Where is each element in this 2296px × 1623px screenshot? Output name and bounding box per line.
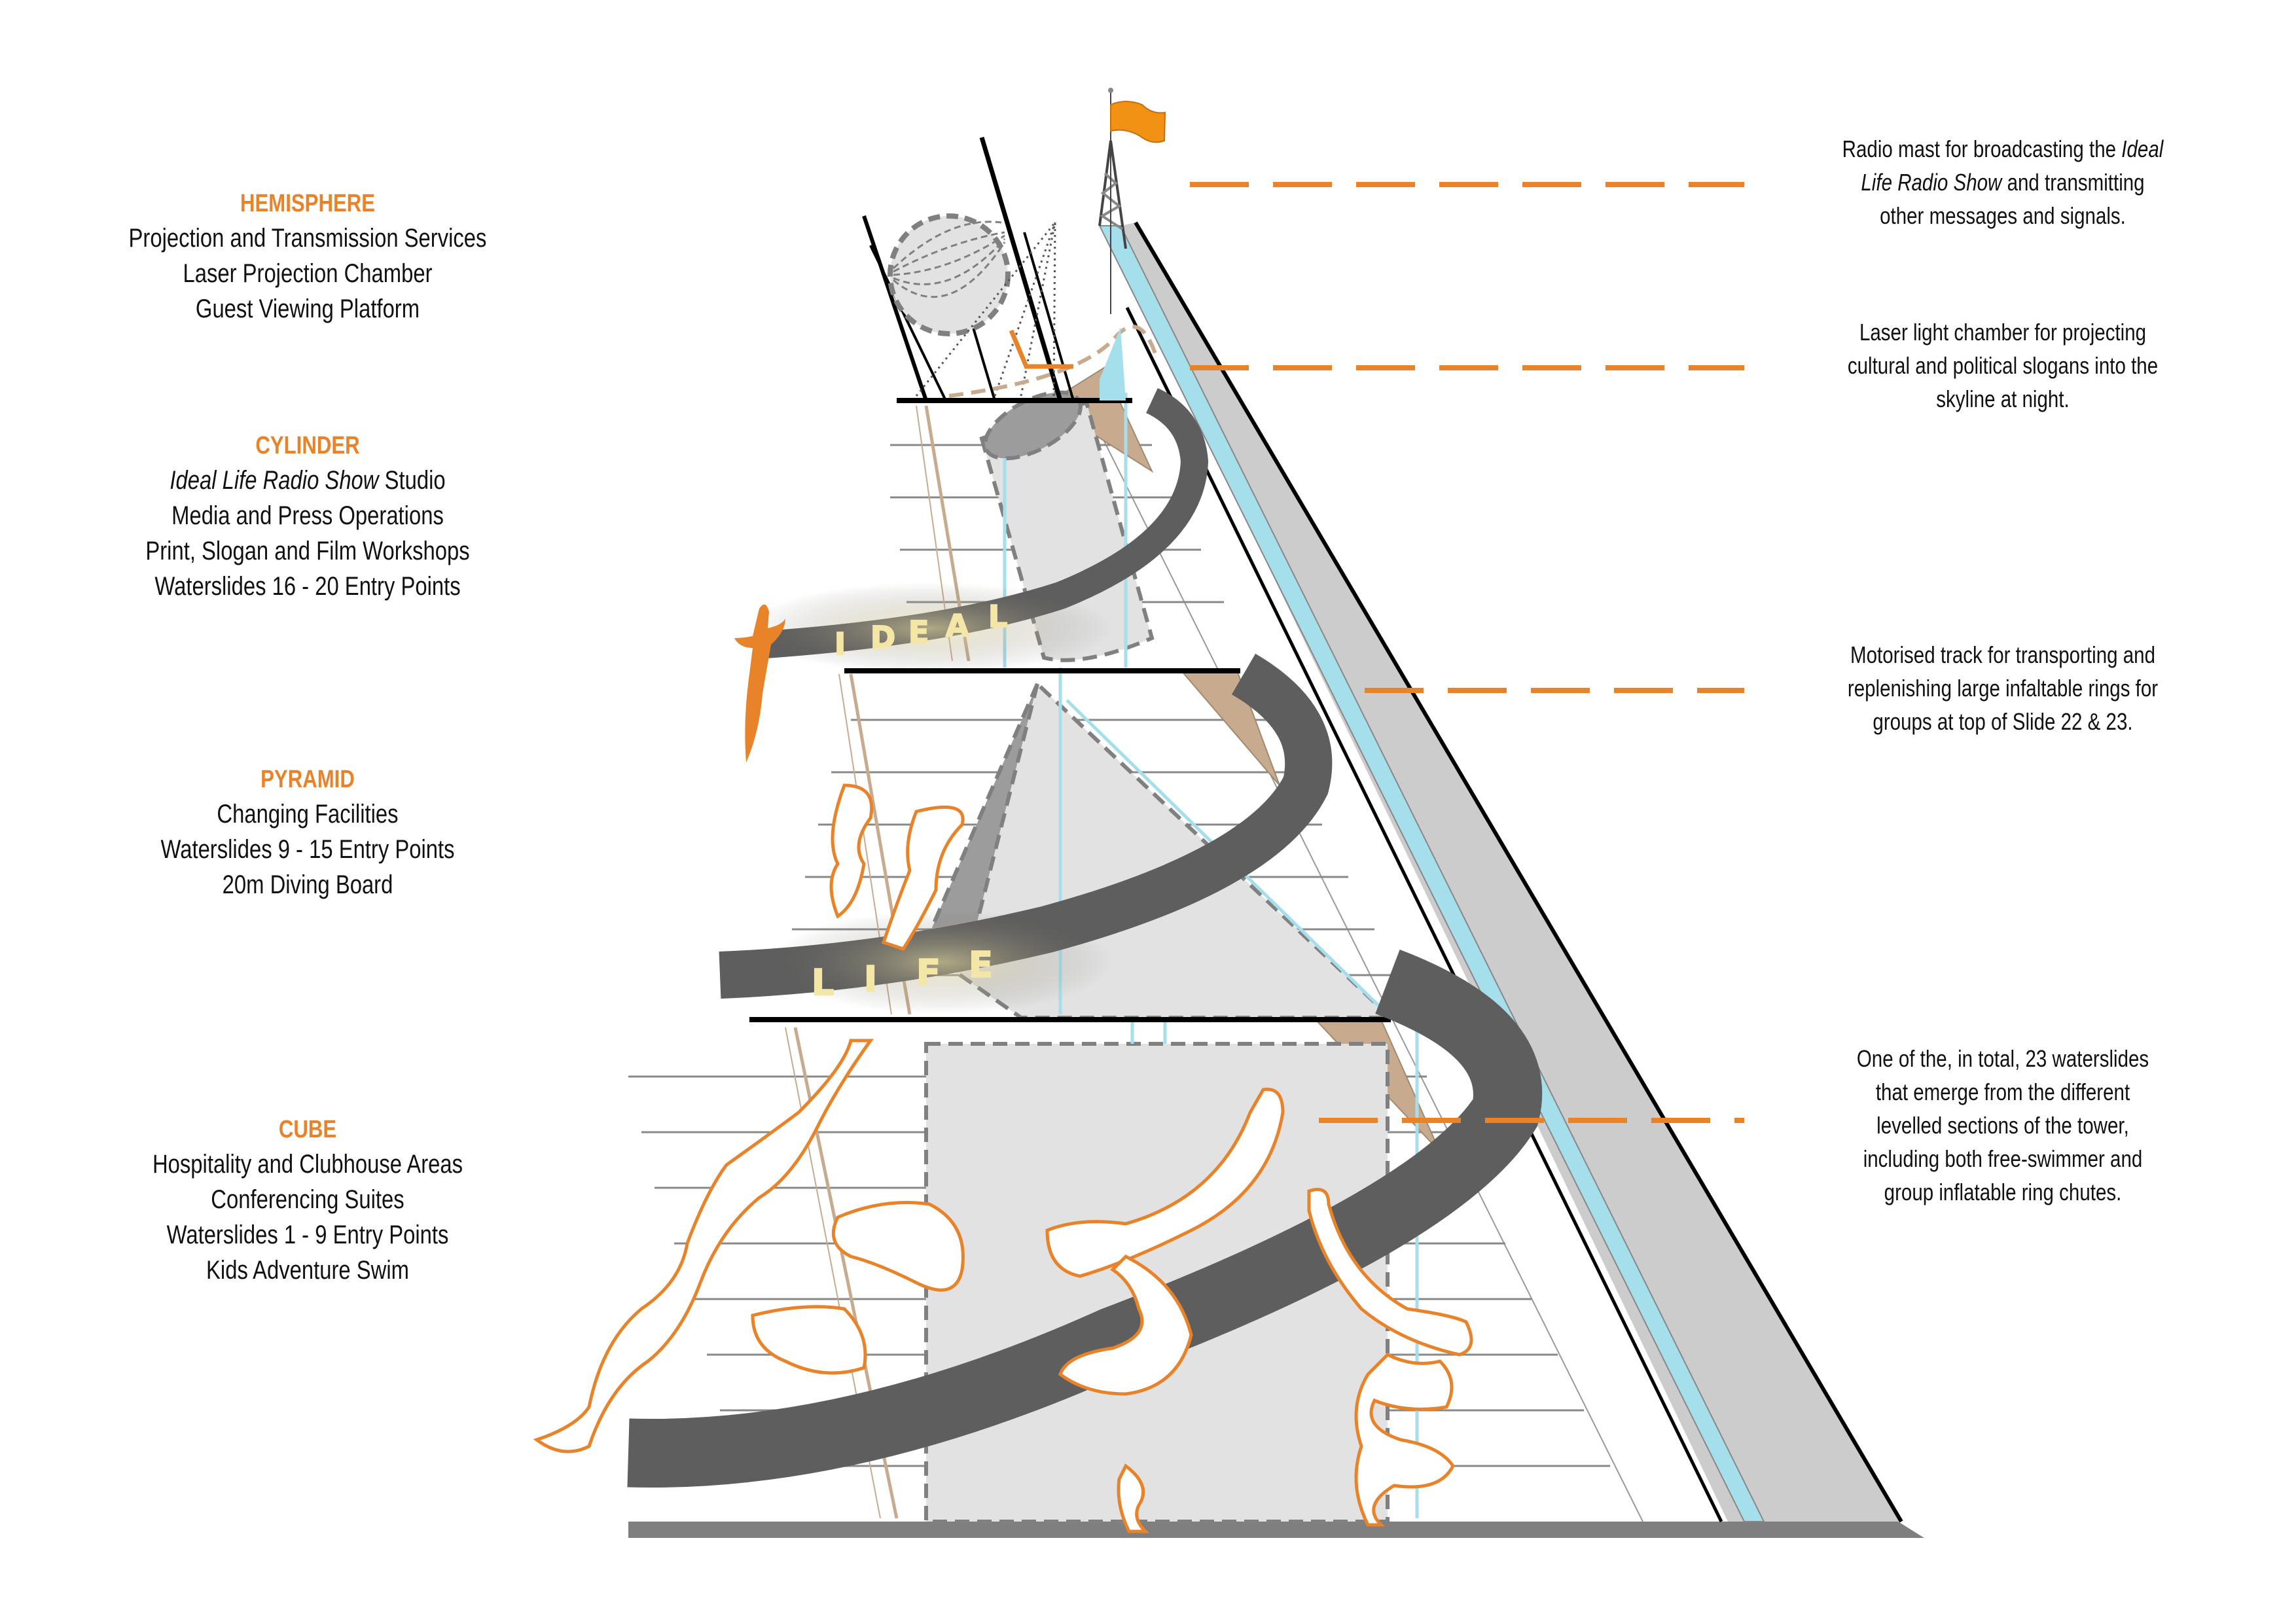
text-span: replenishing large infaltable rings for — [1847, 675, 2159, 702]
sign-letter: A — [946, 608, 969, 643]
text-line: Media and Press Operations — [120, 498, 495, 533]
text-line: Print, Slogan and Film Workshops — [120, 533, 495, 569]
text-line: Waterslides 1 - 9 Entry Points — [120, 1217, 495, 1253]
text-span: other messages and signals. — [1880, 202, 2126, 229]
italic-title-text: Ideal — [2121, 135, 2164, 162]
annotation-laser-chamber: Laser light chamber for projecting cultur… — [1767, 315, 2238, 416]
ramp-edge-inner — [1125, 306, 1723, 1523]
section-hemisphere: HEMISPHERE Projection and Transmission Se… — [79, 187, 537, 327]
hemisphere-level — [862, 136, 1157, 402]
italic-title-text: Ideal Life Radio Show — [170, 466, 379, 495]
text-span: Conferencing Suites — [211, 1185, 404, 1214]
hemisphere-icon — [888, 213, 1011, 336]
text-line: groups at top of Slide 22 & 23. — [1810, 705, 2196, 738]
text-span: Projection and Transmission Services — [128, 224, 487, 253]
text-line: Guest Viewing Platform — [120, 291, 495, 327]
text-line: Radio mast for broadcasting the Ideal — [1810, 132, 2196, 166]
text-line: Waterslides 16 - 20 Entry Points — [120, 569, 495, 604]
text-span: Changing Facilities — [217, 800, 399, 829]
text-span: including both free-swimmer and — [1863, 1145, 2143, 1172]
sign-life: L I F E — [811, 944, 994, 1004]
text-span: Waterslides 1 - 9 Entry Points — [166, 1221, 449, 1249]
text-line: Conferencing Suites — [120, 1182, 495, 1217]
diver-figure-icon — [734, 604, 785, 762]
text-line: Changing Facilities — [120, 796, 495, 832]
sign-letter: I — [834, 626, 846, 662]
text-line: Kids Adventure Swim — [120, 1253, 495, 1288]
sign-letter: I — [864, 959, 877, 1000]
laser-arc — [948, 325, 1157, 398]
section-heading: PYRAMID — [260, 766, 355, 793]
ground-base — [628, 1522, 1924, 1538]
text-line: Laser Projection Chamber — [120, 256, 495, 291]
text-line: cultural and political slogans into the — [1810, 349, 2196, 382]
text-span: Kids Adventure Swim — [206, 1256, 409, 1285]
text-span: and transmitting — [2001, 169, 2145, 196]
sign-letter: L — [812, 962, 834, 1003]
text-span: Radio mast for broadcasting the — [1842, 135, 2122, 162]
text-line: group inflatable ring chutes. — [1810, 1175, 2196, 1209]
text-line: Waterslides 9 - 15 Entry Points — [120, 832, 495, 867]
text-span: levelled sections of the tower, — [1876, 1112, 2129, 1139]
text-line: levelled sections of the tower, — [1810, 1109, 2196, 1142]
text-span: that emerge from the different — [1875, 1079, 2130, 1105]
text-span: Laser light chamber for projecting — [1859, 319, 2147, 346]
sign-letter: D — [870, 620, 895, 655]
text-span: Hospitality and Clubhouse Areas — [152, 1150, 463, 1179]
tower-sloped-face — [1086, 405, 1643, 1522]
text-span: One of the, in total, 23 waterslides — [1856, 1045, 2149, 1072]
waterslide-tubes — [533, 783, 1473, 1533]
text-span: Media and Press Operations — [171, 501, 444, 530]
section-heading: CUBE — [278, 1116, 337, 1143]
section-heading: CYLINDER — [255, 432, 360, 459]
text-span: groups at top of Slide 22 & 23. — [1873, 708, 2133, 735]
text-line: One of the, in total, 23 waterslides — [1810, 1042, 2196, 1075]
ramp-outer — [1106, 223, 1901, 1522]
text-line: Hospitality and Clubhouse Areas — [120, 1147, 495, 1182]
annotation-waterslides: One of the, in total, 23 waterslides that… — [1767, 1042, 2238, 1209]
text-line: including both free-swimmer and — [1810, 1142, 2196, 1175]
italic-title-text: Life Radio Show — [1861, 169, 2002, 196]
text-span: Motorised track for transporting and — [1850, 641, 2155, 668]
text-line: Projection and Transmission Services — [120, 221, 495, 256]
mast-tip — [1108, 88, 1113, 93]
ideal-glow — [746, 582, 1113, 674]
sign-letter: E — [969, 944, 993, 986]
text-span: Waterslides 9 - 15 Entry Points — [160, 835, 455, 864]
text-span: Laser Projection Chamber — [183, 259, 433, 288]
text-line: 20m Diving Board — [120, 867, 495, 902]
sign-letter: F — [916, 952, 941, 993]
annotation-motorised-track: Motorised track for transporting and repl… — [1767, 638, 2238, 738]
text-span: Guest Viewing Platform — [195, 294, 420, 323]
section-heading: HEMISPHERE — [240, 190, 376, 217]
text-line: replenishing large infaltable rings for — [1810, 671, 2196, 705]
sign-ideal: I D E A L — [834, 598, 1008, 662]
ramp-edge-outer — [1134, 221, 1903, 1523]
leader-lines — [1190, 182, 1744, 1123]
text-line: Ideal Life Radio Show Studio — [120, 463, 495, 498]
life-glow — [772, 910, 1113, 1014]
text-line: Laser light chamber for projecting — [1810, 315, 2196, 349]
text-line: skyline at night. — [1810, 382, 2196, 416]
text-span: Print, Slogan and Film Workshops — [145, 537, 470, 565]
laser-chamber-marker — [1009, 329, 1073, 369]
sign-letter: L — [988, 599, 1007, 634]
text-span: skyline at night. — [1936, 385, 2070, 412]
text-span: 20m Diving Board — [222, 870, 393, 899]
text-span: group inflatable ring chutes. — [1884, 1179, 2122, 1205]
ramp-white-band — [1106, 366, 1666, 1522]
text-line: that emerge from the different — [1810, 1075, 2196, 1109]
flag-icon — [1110, 101, 1166, 143]
sign-letter: E — [908, 615, 929, 650]
text-span: Waterslides 16 - 20 Entry Points — [154, 572, 461, 601]
text-line: Motorised track for transporting and — [1810, 638, 2196, 671]
text-span: Studio — [378, 466, 446, 495]
text-span: cultural and political slogans into the — [1847, 352, 2159, 379]
text-line: Life Radio Show and transmitting — [1810, 166, 2196, 199]
text-line: other messages and signals. — [1810, 199, 2196, 232]
